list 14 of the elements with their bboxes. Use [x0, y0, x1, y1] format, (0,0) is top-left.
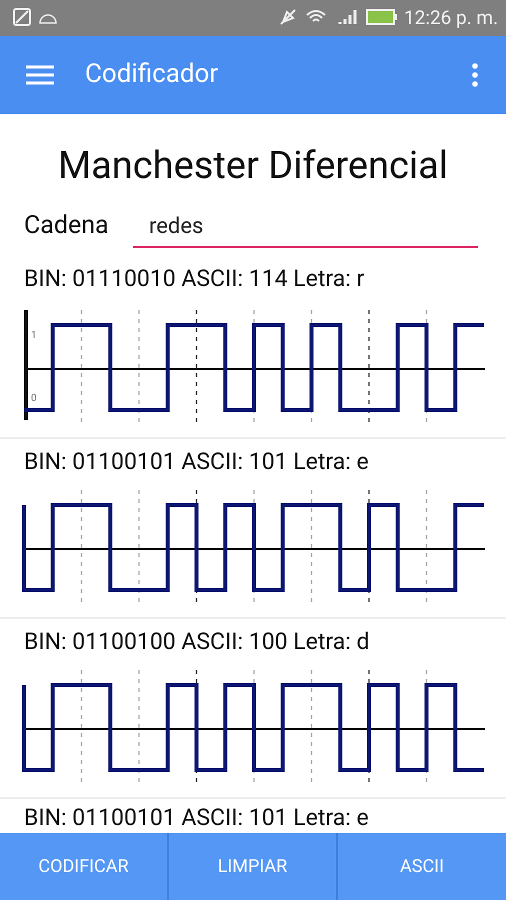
action-button: ASCII: [338, 833, 506, 900]
screen-title: Manchester Diferencial: [56, 145, 450, 189]
clock-text: 12:26 p. m.: [404, 7, 498, 29]
action-button: CODIFICAR: [0, 833, 167, 900]
axis-label: 0: [31, 393, 37, 404]
app-title: Codificador: [85, 60, 218, 90]
bit-caption: BIN: 01100101 ASCII: 101 Letra: e: [24, 805, 369, 832]
input-field: redes: [133, 208, 478, 248]
bit-caption: BIN: 01110010 ASCII: 114 Letra: r: [24, 266, 364, 292]
bit-caption: BIN: 01100101 ASCII: 101 Letra: e: [24, 449, 369, 476]
field-label: Cadena: [24, 212, 109, 241]
bit-caption: BIN: 01100100 ASCII: 100 Letra: d: [24, 629, 370, 656]
action-button: LIMPIAR: [169, 833, 336, 900]
axis-label: 1: [31, 330, 37, 342]
